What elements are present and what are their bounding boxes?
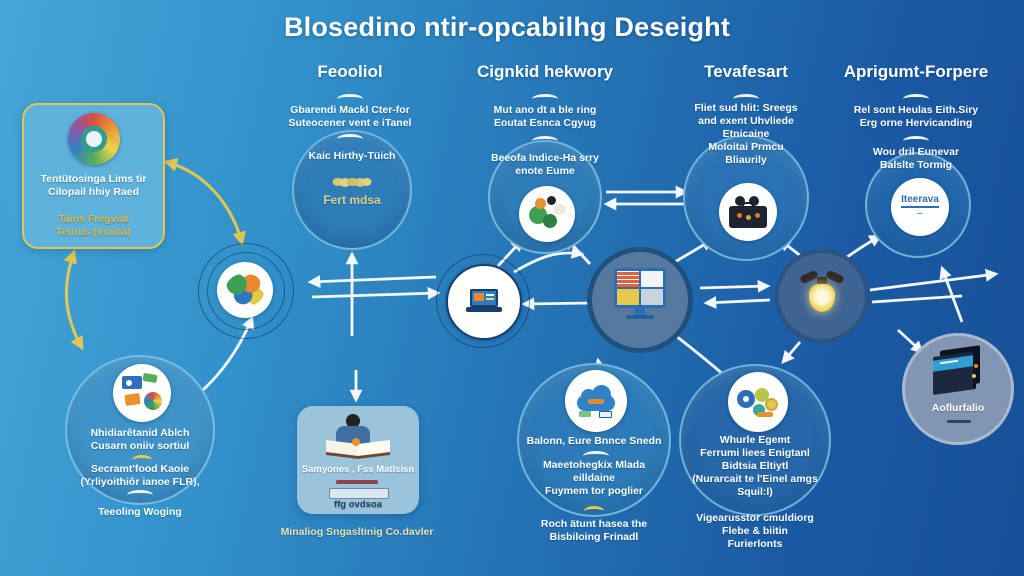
cloud-circle-line1: Balonn, Eure Bnnce Snedn — [526, 435, 662, 447]
column-header-tevafesart: Tevafesart — [704, 62, 788, 81]
flag-shape — [122, 376, 142, 389]
framework-panel-text: Tentütosinga Lims tir Cilopail hhiy Raed — [40, 173, 147, 198]
globe-swirl-icon — [67, 113, 120, 165]
dash-mark — [903, 136, 929, 146]
orange-stamp — [124, 393, 141, 406]
community-circle-text2: Secramt'food Kaoie (Yrliyoithiôr ianoe F… — [80, 463, 200, 488]
reading-panel: Samyones , Fss Matlsisn ffg ovdsoa — [297, 406, 419, 514]
dash-mark — [532, 94, 558, 104]
reading-panel-line1: Samyones , Fss Matlsisn — [301, 464, 415, 475]
framework-panel: Tentütosinga Lims tir Cilopail hhiy Raed… — [22, 103, 165, 249]
aprigumt-circle: Iteerava ~ — [865, 152, 971, 258]
open-book-right — [358, 440, 390, 459]
community-circle-caption: Teeoling Woging — [98, 506, 182, 518]
gears-circle: Whurle Egemt Ferrumi liees Enigtanl Bidt… — [679, 364, 831, 516]
gears-circle-caption: Vigearusstor cmuldiorg Flebe & biitin Fu… — [696, 512, 814, 550]
cloud-circle: Balonn, Eure Bnnce Snedn Maeetohegkix Ml… — [517, 363, 671, 517]
column-subtext-aprigumt: Rel sont Heulas Eith.Siry Erg orne Hervi… — [853, 104, 979, 129]
dash-mark — [337, 94, 363, 104]
feooliol-circle-title: Kaic Hirthy-Tüich — [308, 150, 396, 162]
stamps-icon — [113, 364, 171, 422]
dash-mark — [584, 506, 604, 516]
person-reading-icon — [312, 414, 404, 462]
orange-accent-dot — [352, 438, 360, 446]
feooliol-circle: Kaic Hirthy-Tüich Fert mdsa — [292, 130, 412, 250]
green-stamp — [142, 372, 158, 384]
column-subtext-tevafesart: Fliet sud hlit: Sreegs and exent Uhvlied… — [694, 102, 798, 166]
briefcase-icon — [719, 183, 777, 241]
cloud-circle-caption: Roch ätunt hasea the Bisbiloing Frinadl — [540, 518, 648, 543]
cloud-sync-icon — [565, 370, 627, 432]
dash-mark — [903, 94, 929, 104]
community-circle: Nhidiarêtanid Ablch Cusarn oniiv sortiul… — [65, 355, 215, 505]
dash-mark — [132, 455, 152, 465]
dash-mark-red — [336, 480, 378, 488]
feooliol-circle-caption: Fert mdsa — [323, 193, 381, 207]
dashboard-monitor-icon — [614, 268, 666, 326]
cignkid-circle: Beeofa Indice-Ha srry enote Eume — [488, 140, 602, 254]
column-subtext-cignkid: Mut ano dt a ble ring Eoutat Esnca Cgyug — [493, 104, 597, 129]
dash-mark-dark — [947, 420, 971, 423]
hub-circle — [587, 247, 693, 353]
framework-panel-highlight: Tains Fregviat Teurus (vinina) — [56, 213, 131, 238]
gears-badges-icon — [728, 372, 788, 432]
column-header-feooliol: Feooliol — [317, 62, 383, 81]
book-stack-icon — [930, 345, 986, 398]
gears-circle-text: Whurle Egemt Ferrumi liees Enigtanl Bidt… — [692, 434, 818, 498]
dash-mark — [532, 136, 558, 146]
seeds-icon — [332, 178, 372, 187]
idea-circle — [775, 249, 869, 343]
person-head — [346, 414, 360, 428]
cignkid-circle-text: Beeofa Indice-Ha srry enote Eume — [491, 152, 599, 177]
person-body — [336, 426, 370, 446]
column-subtext2-aprigumt: Wou dril Eunevar Balslte Tormig — [872, 146, 960, 171]
portfolio-circle: Aoflurfalio — [902, 333, 1014, 445]
community-circle-text1: Nhidiarêtanid Ablch Cusarn oniiv sortiul — [90, 427, 190, 452]
column-subtext-feooliol: Gbarendi Mackl Cter-for Suteocener vent … — [288, 104, 412, 129]
page-title: Blosedino ntir-opcabilhg Deseight — [283, 12, 731, 42]
iteerava-logo: Iteerava ~ — [891, 178, 949, 236]
portfolio-circle-label: Aoflurfalio — [931, 402, 985, 414]
cloud-circle-line2: Maeetohegkix Mlada eilldaine Fuymem tor … — [542, 459, 646, 497]
dash-mark — [127, 490, 153, 500]
lightbulb-icon — [796, 267, 848, 323]
column-header-aprigumt: Aprigumt-Forpere — [843, 62, 989, 81]
map-mosaic-icon — [217, 262, 273, 318]
dash-mark — [337, 134, 363, 144]
reading-panel-caption: Minaliog Sngasltinig Co.davler — [280, 526, 434, 538]
iteerava-logo-text: Iteerava — [901, 194, 939, 208]
laptop-icon — [446, 264, 522, 340]
column-header-cignkid: Cignkid hekwory — [476, 62, 614, 81]
reading-panel-line2: ffg ovdsoa — [333, 499, 383, 510]
dash-mark — [583, 451, 609, 461]
dash-mark — [733, 94, 759, 104]
flag-dot — [126, 380, 132, 386]
swirl-core — [80, 126, 107, 152]
people-plants-icon — [519, 186, 575, 242]
keyboard-sketch — [329, 488, 389, 499]
badge-shape — [144, 392, 162, 410]
